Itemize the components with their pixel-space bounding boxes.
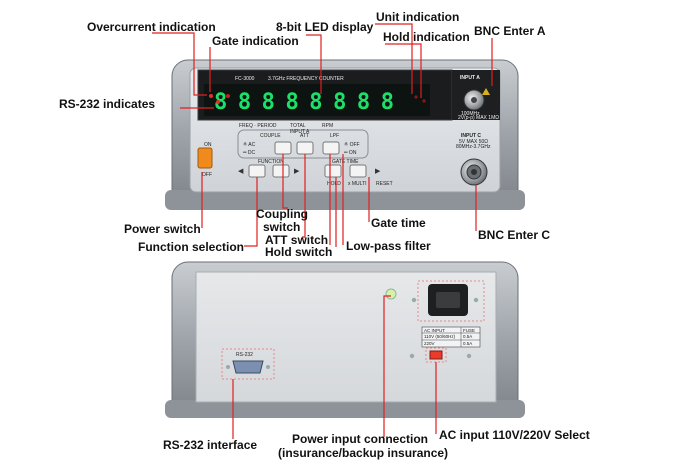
function-button-left[interactable] [248,164,266,178]
callout-hold-switch: Hold switch [265,245,332,259]
lpf-label: LPF [330,133,339,139]
coupling-button[interactable] [274,141,292,155]
callout-power-input-2: (insurance/backup insurance) [278,446,448,460]
input-c-spec-1: 5V MAX 50Ω [459,139,488,145]
lpf-on-label: ═ ON [343,150,357,156]
gate-right-arrow-icon: ▶ [375,168,381,175]
multi-label: x MULTI [348,181,367,187]
front-panel: FC-3000 3.7GHz FREQUENCY COUNTER 8888888… [165,59,525,210]
callout-hold-indication: Hold indication [383,30,470,44]
callout-labels: Overcurrent indication Gate indication 8… [59,10,590,460]
input-c-label: INPUT C [461,133,481,139]
screw-icon [473,297,479,303]
input-c-spec-2: 80MHz-3.7GHz [456,144,491,150]
input-a-controls-frame [237,129,369,159]
callout-power-switch: Power switch [124,222,201,236]
rs232-port[interactable] [232,360,264,374]
att-button[interactable] [296,141,314,155]
input-a-label: INPUT A [460,75,480,81]
lpf-button[interactable] [322,141,340,155]
couple-label: COUPLE [260,133,281,139]
ac-table-cell: 220V [424,341,435,346]
callout-bnc-c: BNC Enter C [478,228,550,242]
warning-icon [482,88,490,95]
callout-unit: Unit indication [376,10,459,24]
ac-table-header-2: FUSE [463,328,475,333]
back-base [165,400,525,418]
coupling-dc-label: ═ DC [242,150,256,156]
freq-period-label: FREQ · PERIOD [239,123,277,129]
hold-button[interactable] [324,164,342,178]
back-panel: AC INPUT FUSE 110V (50/60Hz) 0.5A 220V 0… [165,261,525,418]
ac-table-cell: 0.5A [463,334,472,339]
rpm-label: RPM [322,123,333,129]
function-right-arrow-icon: ▶ [294,168,300,175]
front-base [165,190,525,210]
rs232-port-label: RS-232 [236,352,253,358]
screw-icon [411,297,417,303]
callout-coupling: Coupling [256,207,308,221]
ac-table-header-1: AC INPUT [424,328,445,333]
screw-icon [466,353,472,359]
callout-power-input: Power input connection [292,432,428,446]
reset-label: RESET [376,181,393,187]
ac-table [421,326,481,348]
leader-lines [152,23,493,439]
callout-lpf: Low-pass filter [346,239,431,253]
callout-ac-select: AC input 110V/220V Select [439,428,590,442]
callout-overcurrent: Overcurrent indication [87,20,216,34]
input-a-group-label: INPUT A [290,129,310,135]
power-on-label: ON [204,142,212,148]
unit-indicator [414,95,418,99]
callout-coupling-2: switch [263,220,300,234]
rs232-indicator [216,100,220,104]
input-a-spec-1: 100MHz [461,111,480,117]
function-button-right[interactable] [272,164,290,178]
callout-gate: Gate indication [212,34,299,48]
ground-icon [385,288,397,300]
model-label: FC-3000 [235,76,255,82]
power-switch[interactable] [197,147,213,169]
lpf-off-label: ≙ OFF [344,141,360,148]
callout-rs232-interface: RS-232 interface [163,438,257,452]
rs232-frame [221,348,275,380]
callout-att: ATT switch [265,233,328,247]
power-off-label: OFF [202,172,212,178]
input-a-spec-2: 2V(p-p) MAX 1MΩ [458,115,499,121]
callout-bnc-a: BNC Enter A [474,24,546,38]
function-left-arrow-icon: ◀ [238,168,244,175]
callout-rs232-indicates: RS-232 indicates [59,97,155,111]
led-window [204,84,430,116]
screw-icon [409,353,415,359]
hold-indicator [422,99,426,103]
att-label: ATT [300,133,309,139]
callout-gate-time: Gate time [371,216,426,230]
overcurrent-indicator [209,94,213,98]
ac-table-cell: 110V (50/60Hz) [424,334,456,339]
callout-function: Function selection [138,240,244,254]
ac-table-cell: 0.5A [463,341,472,346]
panel-title: 3.7GHz FREQUENCY COUNTER [268,76,344,82]
hold-label: HOLD [327,181,341,187]
gate-time-label: GATE TIME [332,159,359,165]
power-inlet-frame [417,280,485,322]
function-label: FUNCTION [258,159,284,165]
gate-time-button[interactable] [349,164,367,178]
callout-led: 8-bit LED display [276,20,374,34]
coupling-ac-label: ≙ AC [243,141,256,148]
gate-indicator [226,94,230,98]
voltage-select-switch[interactable] [429,350,443,360]
total-label: TOTAL [290,123,306,129]
